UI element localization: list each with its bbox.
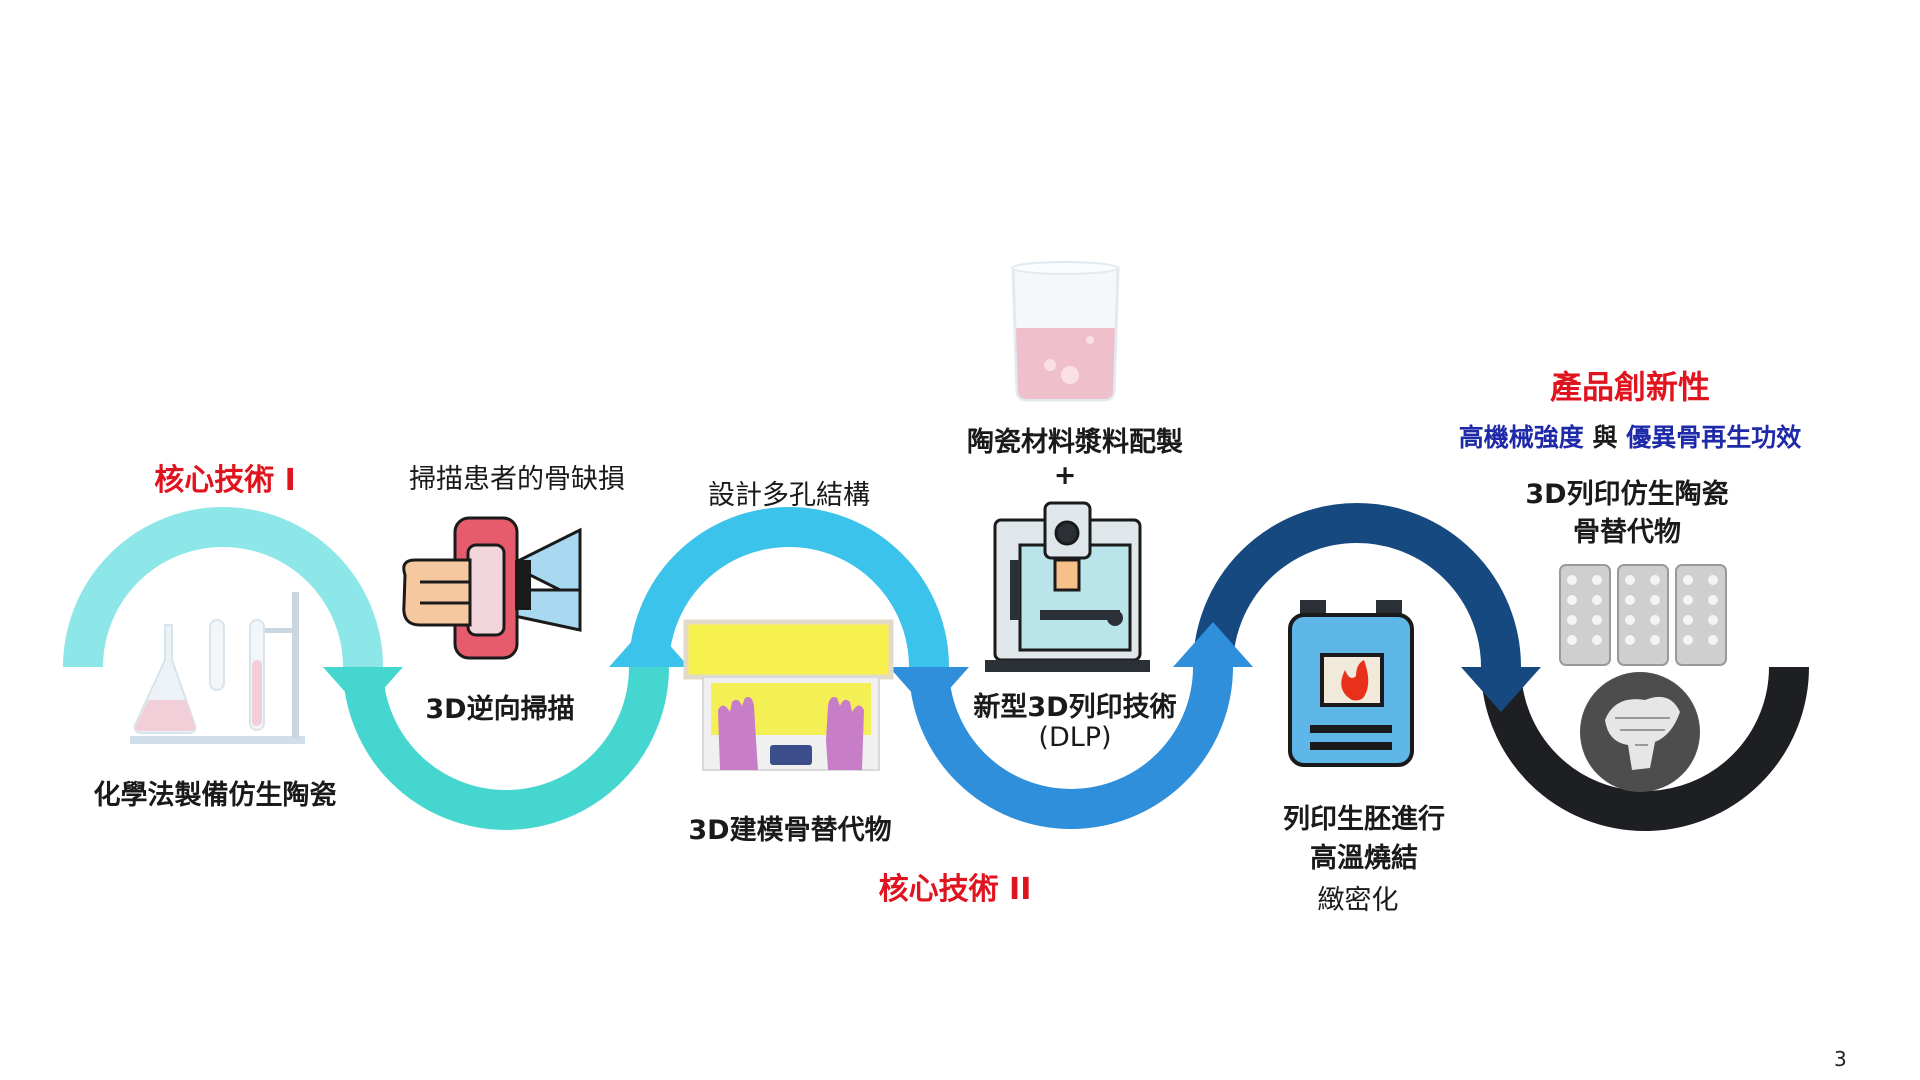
product-features: 高機械強度 與 優異骨再生功效 [1459, 418, 1801, 454]
sinter-step-label-1: 列印生胚進行 [1283, 804, 1445, 835]
arrowhead-down-2 [889, 667, 969, 712]
scan-note: 掃描患者的骨缺損 [409, 464, 625, 495]
dlp-printer-icon [985, 501, 1150, 672]
lab-glassware-icon [130, 592, 305, 744]
wave-arrowheads [323, 622, 1541, 712]
product-name-1: 3D列印仿生陶瓷 [1525, 479, 1729, 510]
slurry-step-label: 陶瓷材料漿料配製 [967, 427, 1183, 458]
vertebra-implant-image [1580, 672, 1700, 792]
plus-sign: + [1053, 460, 1077, 491]
arrowhead-down-1 [323, 667, 403, 712]
bone-scaffold-image [1559, 564, 1727, 666]
model-step-label: 3D建模骨替代物 [688, 815, 892, 846]
beaker-icon [1011, 261, 1120, 402]
print-step-label: 新型3D列印技術 [973, 692, 1177, 723]
core-tech-1-label: 核心技術 I [154, 463, 296, 498]
scan-step-label: 3D逆向掃描 [425, 694, 575, 725]
wave-arc-4 [909, 666, 1233, 829]
feature-conjunction: 與 [1592, 423, 1618, 452]
product-name-2: 骨替代物 [1573, 517, 1681, 548]
page-number: 3 [1834, 1047, 1847, 1071]
print-step-sublabel: (DLP) [1038, 722, 1112, 753]
wave-arc-5 [1193, 503, 1521, 668]
feature-regeneration: 優異骨再生功效 [1626, 423, 1802, 452]
sintering-furnace-icon [1288, 600, 1414, 767]
wave-arc-2 [343, 666, 669, 830]
wave-arc-3 [629, 507, 949, 668]
process-wave [63, 503, 1809, 831]
laptop-icon [683, 619, 894, 771]
arrowhead-up-1 [609, 622, 689, 667]
handheld-scanner-icon [402, 516, 582, 660]
design-note: 設計多孔結構 [708, 480, 870, 511]
chem-step-label: 化學法製備仿生陶瓷 [93, 780, 337, 811]
arrowhead-up-2 [1173, 622, 1253, 667]
core-tech-2-label: 核心技術 II [878, 872, 1032, 907]
sinter-step-label-2: 高溫燒結 [1310, 843, 1418, 874]
wave-arc-6 [1481, 666, 1809, 831]
sinter-note: 緻密化 [1317, 885, 1399, 916]
arrowhead-down-3 [1461, 667, 1541, 712]
feature-strength: 高機械強度 [1458, 423, 1584, 452]
wave-arc-1 [63, 507, 383, 668]
product-innovation-title: 產品創新性 [1549, 368, 1711, 406]
